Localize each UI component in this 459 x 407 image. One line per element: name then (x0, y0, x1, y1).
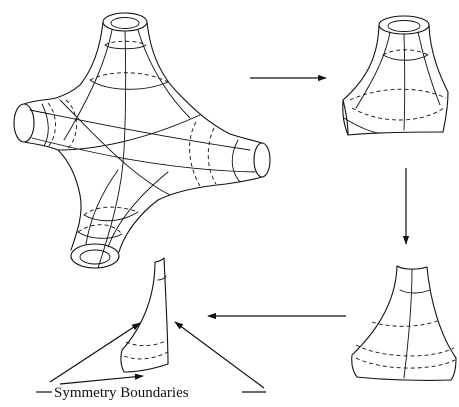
quarter-section-model (342, 15, 449, 136)
pointer-arrow-lower (59, 373, 144, 385)
symmetry-boundaries-annotation: Symmetry Boundaries (36, 321, 266, 401)
sixteenth-section-model (120, 257, 169, 373)
pointer-arrow-right (174, 321, 265, 389)
pointer-arrow-upper-left (49, 322, 141, 383)
symmetry-boundaries-label: Symmetry Boundaries (54, 385, 189, 401)
eighth-section-model (351, 265, 457, 381)
full-four-arm-model (13, 12, 271, 269)
